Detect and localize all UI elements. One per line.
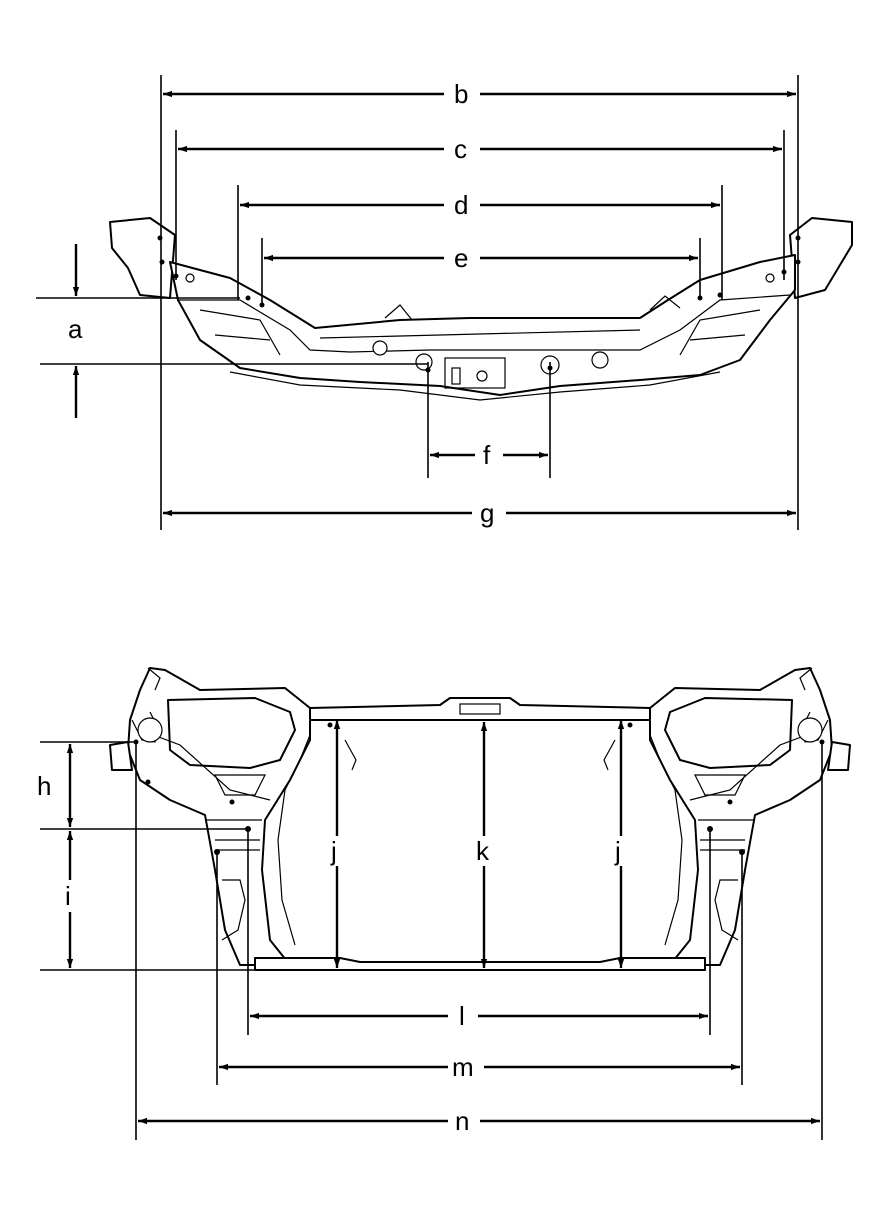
front-dimension-labels: h i j k j l m n — [37, 771, 621, 1136]
label-e: e — [454, 243, 468, 273]
label-a: a — [68, 314, 83, 344]
top-extension-lines — [36, 75, 799, 530]
front-lower-crossmember — [254, 957, 706, 971]
top-dimension-labels: a b c d e f g — [68, 79, 494, 528]
label-n: n — [455, 1106, 469, 1136]
label-k: k — [476, 836, 490, 866]
top-left-bracket — [109, 217, 176, 299]
label-l: l — [459, 1001, 465, 1031]
label-i: i — [65, 881, 71, 911]
label-h: h — [37, 771, 51, 801]
label-m: m — [452, 1052, 474, 1082]
top-view-frame — [109, 217, 853, 401]
top-right-bracket — [789, 217, 853, 299]
label-c: c — [454, 134, 467, 164]
top-dimensions — [72, 90, 796, 517]
label-b: b — [454, 79, 468, 109]
label-f: f — [483, 440, 491, 470]
front-extension-lines — [40, 741, 823, 1140]
label-j-left: j — [330, 836, 337, 866]
label-g: g — [480, 498, 494, 528]
label-d: d — [454, 190, 468, 220]
label-j-right: j — [614, 836, 621, 866]
front-dimensions — [66, 720, 820, 1125]
front-upper-crossmember — [309, 697, 651, 721]
front-view-frame — [109, 667, 851, 971]
